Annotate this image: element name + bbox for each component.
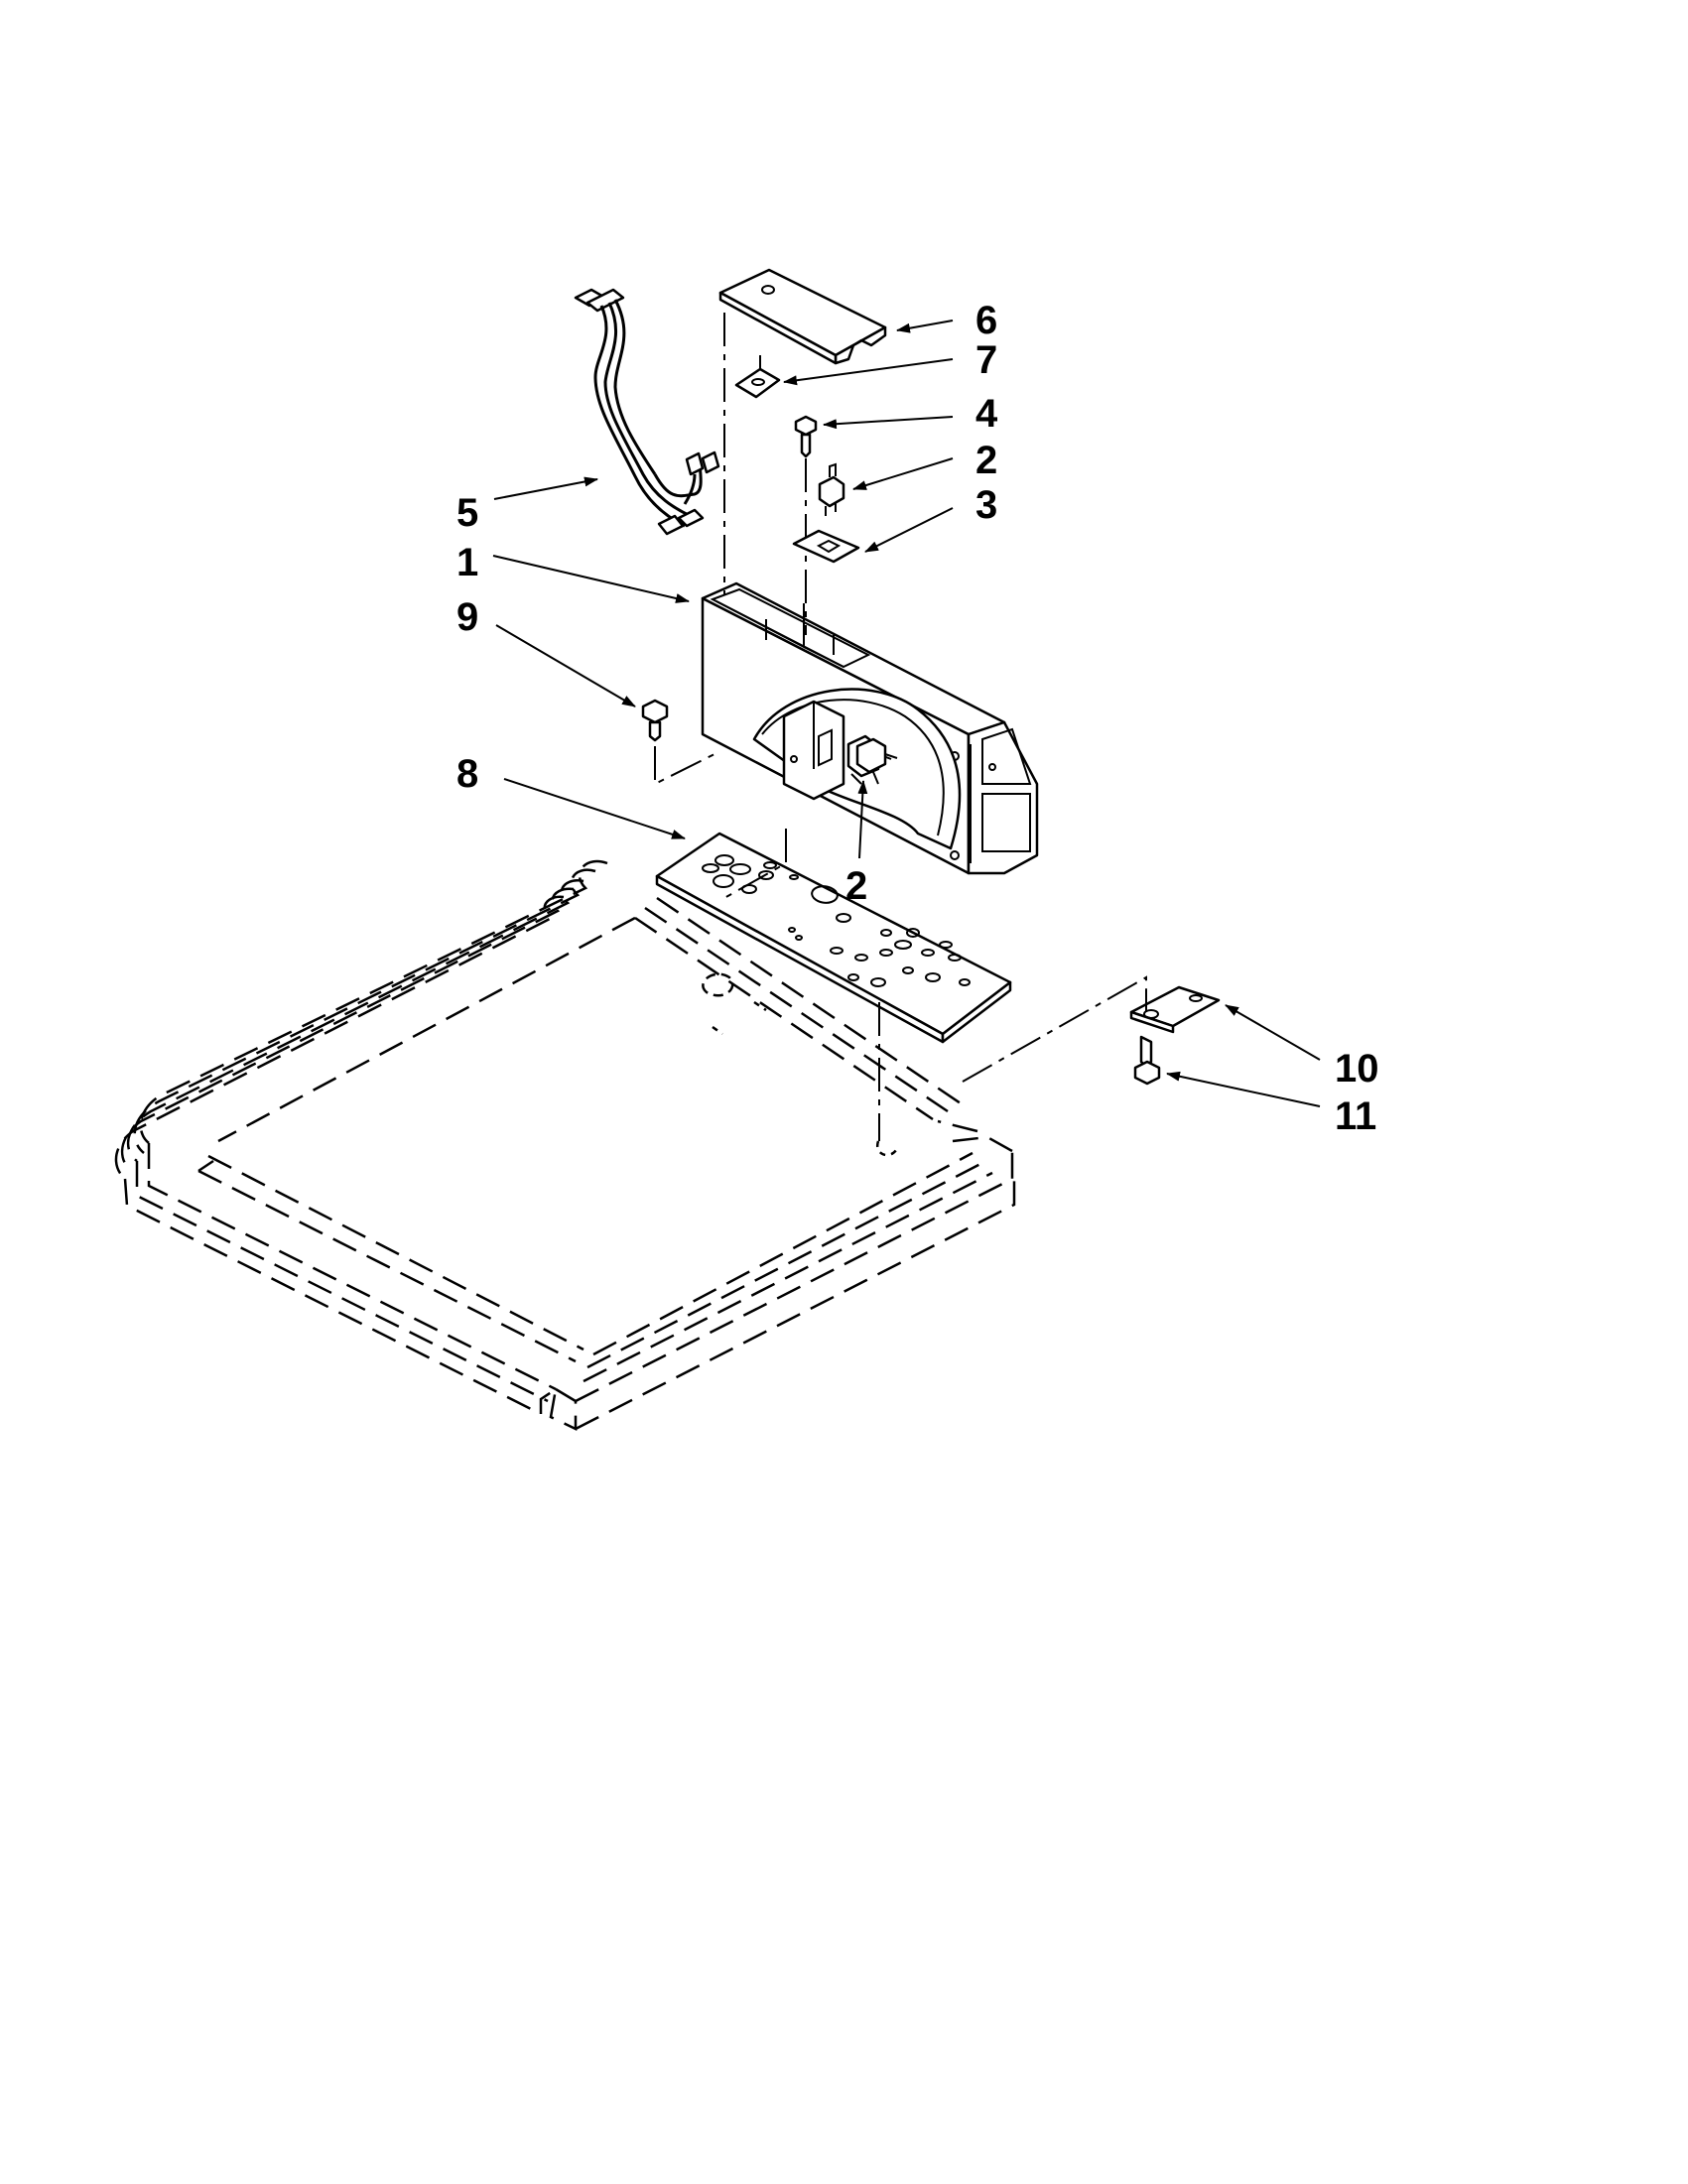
wire-harness (574, 288, 720, 536)
callout-1: 1 (456, 541, 478, 584)
bracket-10 (1129, 985, 1221, 1034)
callout-2-lower: 2 (845, 864, 867, 908)
callout-2-upper: 2 (975, 439, 997, 482)
callout-6: 6 (975, 299, 997, 342)
screw-small (794, 415, 818, 635)
assembly-lines (723, 829, 1147, 1141)
control-housing (701, 581, 1039, 875)
callout-11: 11 (1335, 1094, 1376, 1138)
callout-9: 9 (456, 595, 478, 639)
callout-4: 4 (975, 392, 998, 436)
callout-5: 5 (456, 491, 478, 535)
leader-lines (492, 320, 1321, 1107)
cabinet-top-phantom-outline (114, 859, 1016, 1431)
control-bracket-plate (655, 832, 1012, 1044)
callout-8: 8 (456, 752, 478, 796)
screw-11 (1133, 1035, 1161, 1086)
door-switch-upper (818, 462, 845, 516)
callout-3: 3 (975, 483, 997, 527)
callout-10: 10 (1335, 1047, 1379, 1091)
housing-cover (718, 268, 887, 595)
door-switch-lower (855, 737, 898, 774)
callout-labels: 6 7 4 2 3 5 1 9 8 2 10 11 (456, 299, 1379, 1138)
cover-clip (734, 355, 781, 399)
callout-7: 7 (975, 338, 997, 382)
screw-9 (641, 699, 715, 786)
switch-mounting-plate (792, 529, 860, 564)
